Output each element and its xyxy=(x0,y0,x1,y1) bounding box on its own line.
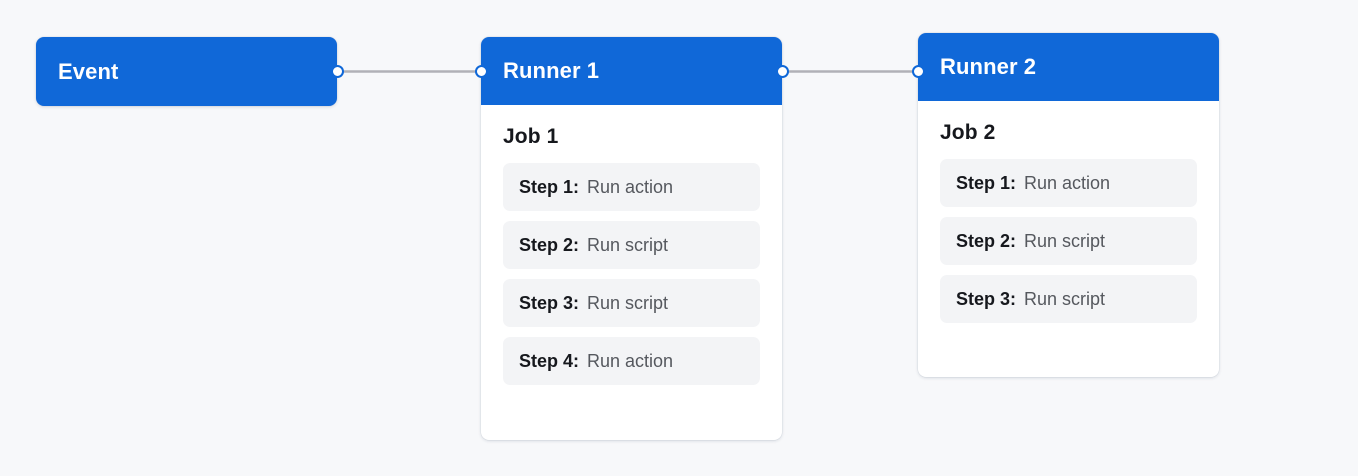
step-row[interactable]: Step 4: Run action xyxy=(503,337,760,385)
step-row[interactable]: Step 3: Run script xyxy=(503,279,760,327)
step-value: Run script xyxy=(1024,288,1106,309)
runner-2-job-title: Job 2 xyxy=(940,121,996,144)
node-event[interactable]: Event xyxy=(36,37,344,106)
step-label: Step 1: xyxy=(956,172,1017,193)
node-runner-1[interactable]: Runner 1 Job 1 Step 1: Run action Step 2… xyxy=(481,37,782,440)
runner-2-body: Job 2 Step 1: Run action Step 2: Run scr… xyxy=(918,101,1219,345)
runner-1-body: Job 1 Step 1: Run action Step 2: Run scr… xyxy=(481,105,782,407)
step-label: Step 1: xyxy=(519,176,580,197)
step-label: Step 3: xyxy=(956,288,1017,309)
handle-runner-1-source-right[interactable] xyxy=(775,65,789,78)
runner-2-step-list: Step 1: Run action Step 2: Run script St… xyxy=(940,159,1197,323)
runner-2-header: Runner 2 xyxy=(918,33,1219,101)
step-row[interactable]: Step 1: Run action xyxy=(940,159,1197,207)
step-value: Run script xyxy=(587,292,669,313)
runner-1-header: Runner 1 xyxy=(481,37,782,105)
runner-1-job-title: Job 1 xyxy=(503,125,559,148)
step-value: Run action xyxy=(587,176,674,197)
step-row[interactable]: Step 2: Run script xyxy=(503,221,760,269)
step-label: Step 4: xyxy=(519,350,580,371)
step-row[interactable]: Step 1: Run action xyxy=(503,163,760,211)
handle-event-source-right[interactable] xyxy=(330,65,344,78)
step-value: Run script xyxy=(587,234,669,255)
handle-runner-2-target-left[interactable] xyxy=(911,65,925,78)
step-value: Run action xyxy=(587,350,674,371)
runner-1-step-list: Step 1: Run action Step 2: Run script St… xyxy=(503,163,760,385)
step-value: Run script xyxy=(1024,230,1106,251)
node-runner-2[interactable]: Runner 2 Job 2 Step 1: Run action Step 2… xyxy=(918,33,1219,377)
node-runner-1-title: Runner 1 xyxy=(503,58,600,83)
step-row[interactable]: Step 3: Run script xyxy=(940,275,1197,323)
node-runner-2-title: Runner 2 xyxy=(940,54,1037,79)
step-label: Step 2: xyxy=(519,234,580,255)
handle-runner-1-target-left[interactable] xyxy=(474,65,488,78)
step-label: Step 2: xyxy=(956,230,1017,251)
node-event-title: Event xyxy=(58,58,119,84)
step-value: Run action xyxy=(1024,172,1111,193)
step-label: Step 3: xyxy=(519,292,580,313)
step-row[interactable]: Step 2: Run script xyxy=(940,217,1197,265)
